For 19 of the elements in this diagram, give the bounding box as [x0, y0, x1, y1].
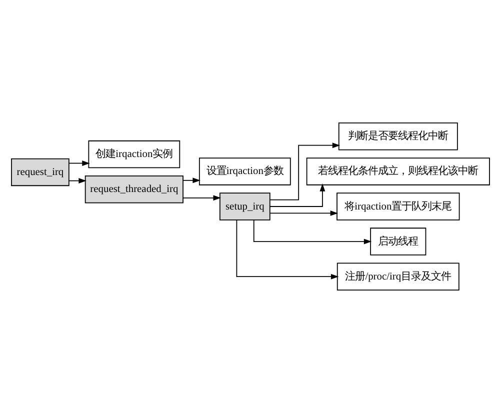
arrow	[253, 219, 372, 244]
arrow	[182, 194, 221, 200]
arrow	[236, 219, 339, 279]
node-box: 设置irqaction参数	[198, 157, 291, 185]
node-box: 若线程化条件成立，则线程化该中断	[306, 157, 490, 185]
node-box: 创建irqaction实例	[88, 140, 180, 168]
arrow	[68, 178, 86, 183]
arrow	[270, 142, 340, 200]
node-box: 启动线程	[370, 227, 426, 255]
arrow	[270, 183, 326, 206]
node-box: 注册/proc/irq目录及文件	[336, 262, 460, 290]
node-box: request_threaded_irq	[84, 174, 184, 203]
node-box: request_irq	[11, 158, 70, 186]
arrow	[270, 210, 338, 216]
node-box: 将irqaction置于队列末尾	[336, 192, 460, 220]
arrow	[182, 177, 200, 183]
arrow	[68, 160, 90, 166]
node-box: setup_irq	[219, 192, 270, 220]
node-box: 判断是否要线程化中断	[338, 122, 458, 150]
